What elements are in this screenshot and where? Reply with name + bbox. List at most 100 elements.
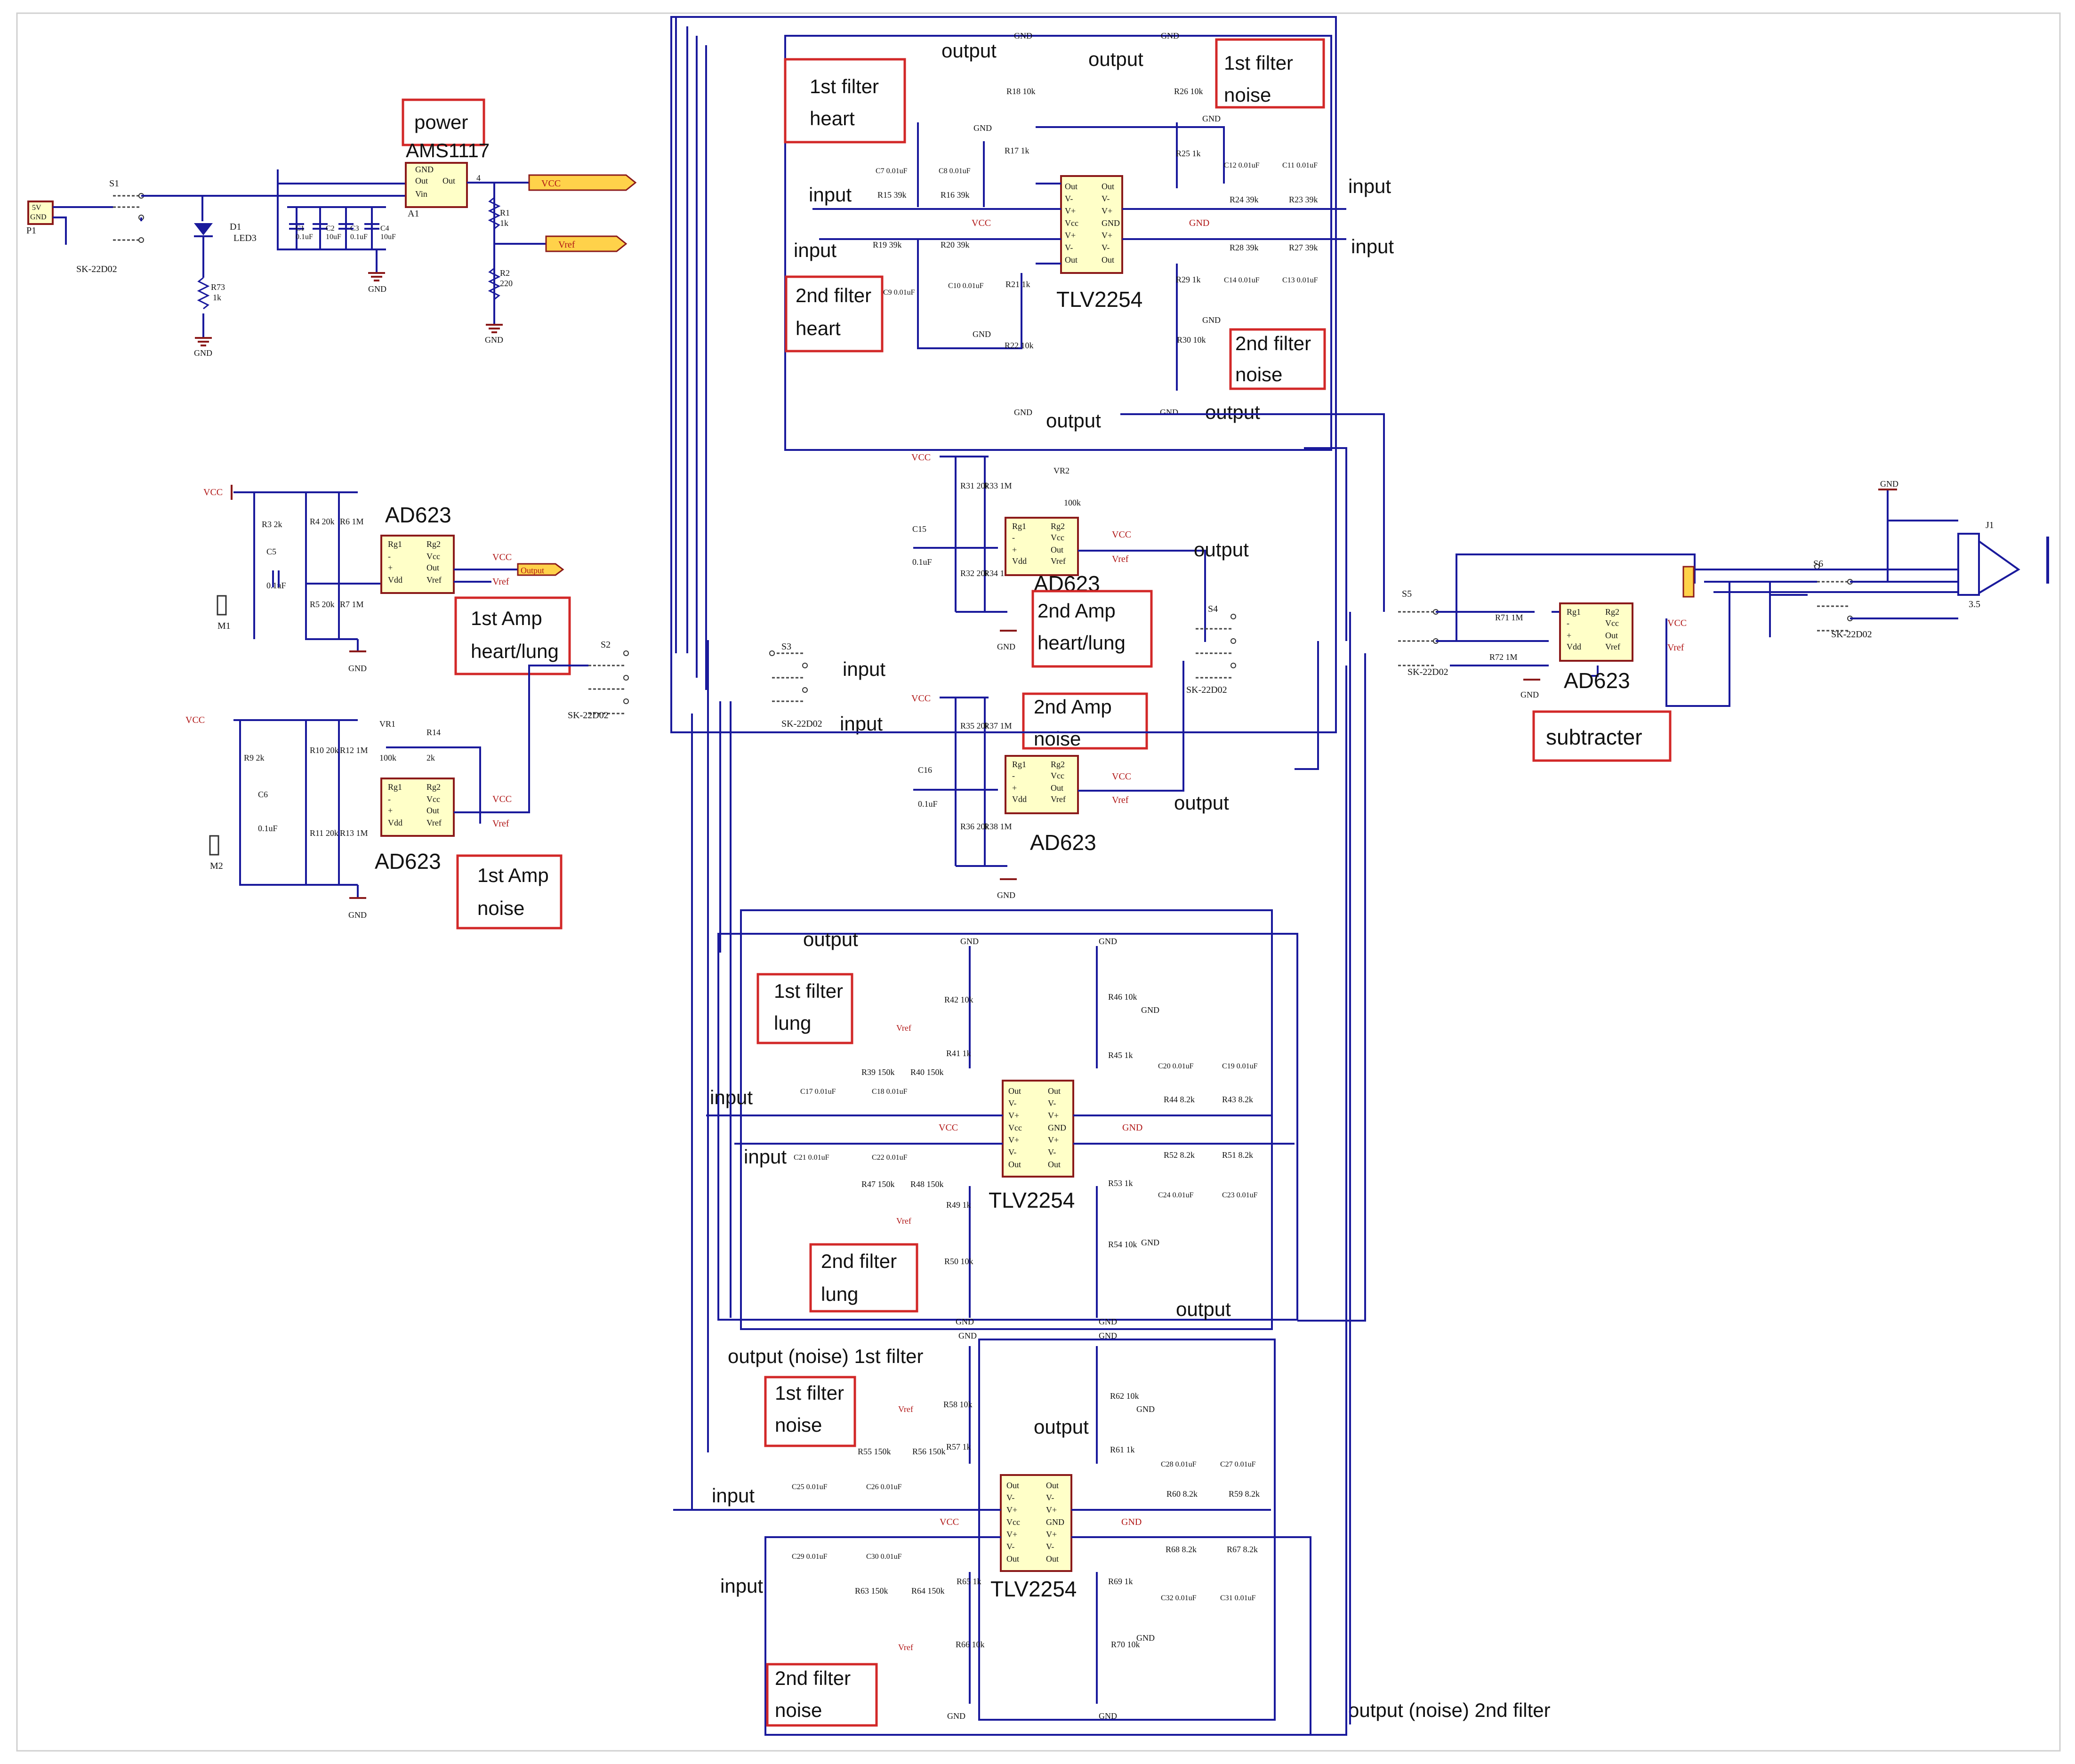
svg-text:Vcc: Vcc [1008,1123,1022,1132]
svg-text:VCC: VCC [1667,618,1687,628]
amp2n-label-line1: 2nd Amp [1034,696,1112,718]
svg-text:Vdd: Vdd [1012,794,1027,804]
svg-text:GND: GND [1046,1517,1064,1527]
svg-text:C31 0.01uF: C31 0.01uF [1220,1594,1256,1602]
svg-text:R50 10k: R50 10k [944,1257,973,1266]
p1-connector [27,200,54,225]
svg-text:GND: GND [1122,1123,1142,1133]
svg-text:C10 0.01uF: C10 0.01uF [948,282,984,290]
svg-text:R12 1M: R12 1M [340,746,368,755]
svg-text:Vin: Vin [415,189,427,199]
svg-text:Vref: Vref [558,240,575,250]
amp2-label-line2: heart/lung [1038,632,1126,654]
svg-text:C21 0.01uF: C21 0.01uF [794,1154,829,1162]
amp1-section: VCC R3 2k R4 20k R6 1M R5 20k R7 1M C5 0… [203,485,571,675]
svg-text:R60 8.2k: R60 8.2k [1166,1489,1198,1499]
regulator-name: AMS1117 [406,139,490,161]
svg-text:R1: R1 [500,208,510,217]
svg-text:Output: Output [521,566,544,575]
svg-text:output: output [1088,48,1143,70]
filterA-box3 [1215,38,1325,109]
svg-text:VCC: VCC [939,1123,958,1133]
led-d1: D1 LED3 [194,222,257,278]
svg-text:C17 0.01uF: C17 0.01uF [800,1088,836,1096]
svg-text:GND: GND [1099,1317,1117,1326]
svg-text:GND: GND [194,348,212,358]
svg-text:C13 0.01uF: C13 0.01uF [1282,276,1318,284]
svg-text:Vcc: Vcc [1065,218,1078,228]
svg-text:output: output [1205,401,1260,423]
svg-text:C29 0.01uF: C29 0.01uF [792,1553,828,1561]
svg-text:VCC: VCC [972,218,991,228]
svg-text:output: output [1034,1416,1089,1438]
svg-text:Vcc: Vcc [1605,618,1619,628]
subtracter-chip [1559,602,1633,662]
amp2-section: VCC C15 0.1uF R31 20k R33 1M R32 20k R34… [911,452,1249,668]
svg-text:Vref: Vref [426,818,442,827]
switch-s3: S3 SK-22D02 [769,641,822,729]
noise-output-2nd-label: output (noise) 2nd filter [1348,1699,1551,1721]
svg-text:C11 0.01uF: C11 0.01uF [1282,161,1318,169]
filterA-box2 [785,275,884,353]
svg-text:0.1uF: 0.1uF [912,557,932,567]
svg-text:R70 10k: R70 10k [1111,1640,1140,1649]
svg-text:noise: noise [1224,84,1271,106]
svg-text:SK-22D02: SK-22D02 [781,719,822,729]
s1-ref: S1 [109,178,119,189]
svg-text:GND: GND [1161,31,1179,40]
svg-text:R58 10k: R58 10k [943,1400,973,1409]
amp2n-chip [1005,755,1079,814]
svg-text:V-: V- [1006,1493,1014,1502]
r73-label: R73 [211,282,225,292]
svg-text:V-: V- [1102,194,1110,203]
svg-text:R18 10k: R18 10k [1006,87,1036,96]
svg-text:input: input [794,239,836,261]
amp2n-label-line2: noise [1034,728,1081,750]
svg-text:Vcc: Vcc [1051,771,1064,780]
svg-text:VCC: VCC [1112,771,1131,782]
svg-text:GND: GND [1048,1123,1066,1132]
svg-text:+: + [388,806,393,815]
svg-text:V-: V- [1046,1493,1054,1502]
power-label: power [414,111,468,133]
svg-text:R48 150k: R48 150k [910,1179,944,1189]
svg-text:1k: 1k [500,218,508,228]
svg-text:input: input [809,184,852,206]
svg-text:C27 0.01uF: C27 0.01uF [1220,1460,1256,1468]
vref-flag-main: Vref [545,235,627,252]
svg-text:C9 0.01uF: C9 0.01uF [883,289,915,297]
svg-text:Vcc: Vcc [426,552,440,561]
svg-text:Vref: Vref [492,818,509,829]
amp1-label-box [454,596,571,675]
svg-text:output: output [1046,409,1101,432]
svg-text:C2: C2 [326,225,335,233]
svg-text:GND: GND [973,123,992,133]
svg-text:VCC: VCC [940,1517,959,1527]
svg-text:0.1uF: 0.1uF [918,799,938,809]
svg-text:GND: GND [368,284,386,294]
filterA-chip [1060,175,1123,274]
svg-text:output: output [1176,1298,1231,1320]
svg-text:R29 1k: R29 1k [1176,275,1201,284]
svg-text:Out: Out [1046,1481,1059,1490]
svg-text:C1: C1 [296,225,305,233]
svg-text:Vref: Vref [426,575,442,585]
amp1-label-line1: 1st Amp [471,607,542,629]
svg-text:Out: Out [1051,545,1063,554]
svg-text:+: + [1567,631,1571,640]
svg-text:C20 0.01uF: C20 0.01uF [1158,1062,1194,1070]
jack-j1 [1957,533,1980,596]
svg-text:GND: GND [1121,1517,1142,1527]
svg-text:A1: A1 [408,208,419,219]
svg-text:R11 20k: R11 20k [310,828,338,838]
svg-text:Out: Out [1008,1086,1021,1096]
svg-text:C12 0.01uF: C12 0.01uF [1224,161,1260,169]
svg-text:10uF: 10uF [326,233,341,241]
svg-text:R10 20k: R10 20k [310,746,339,755]
svg-text:R37 1M: R37 1M [984,721,1012,730]
svg-text:GND: GND [956,1317,974,1326]
svg-text:R14: R14 [426,728,441,737]
svg-text:Out: Out [1006,1554,1019,1564]
svg-text:Out: Out [1046,1554,1059,1564]
svg-text:R6 1M: R6 1M [340,517,364,526]
